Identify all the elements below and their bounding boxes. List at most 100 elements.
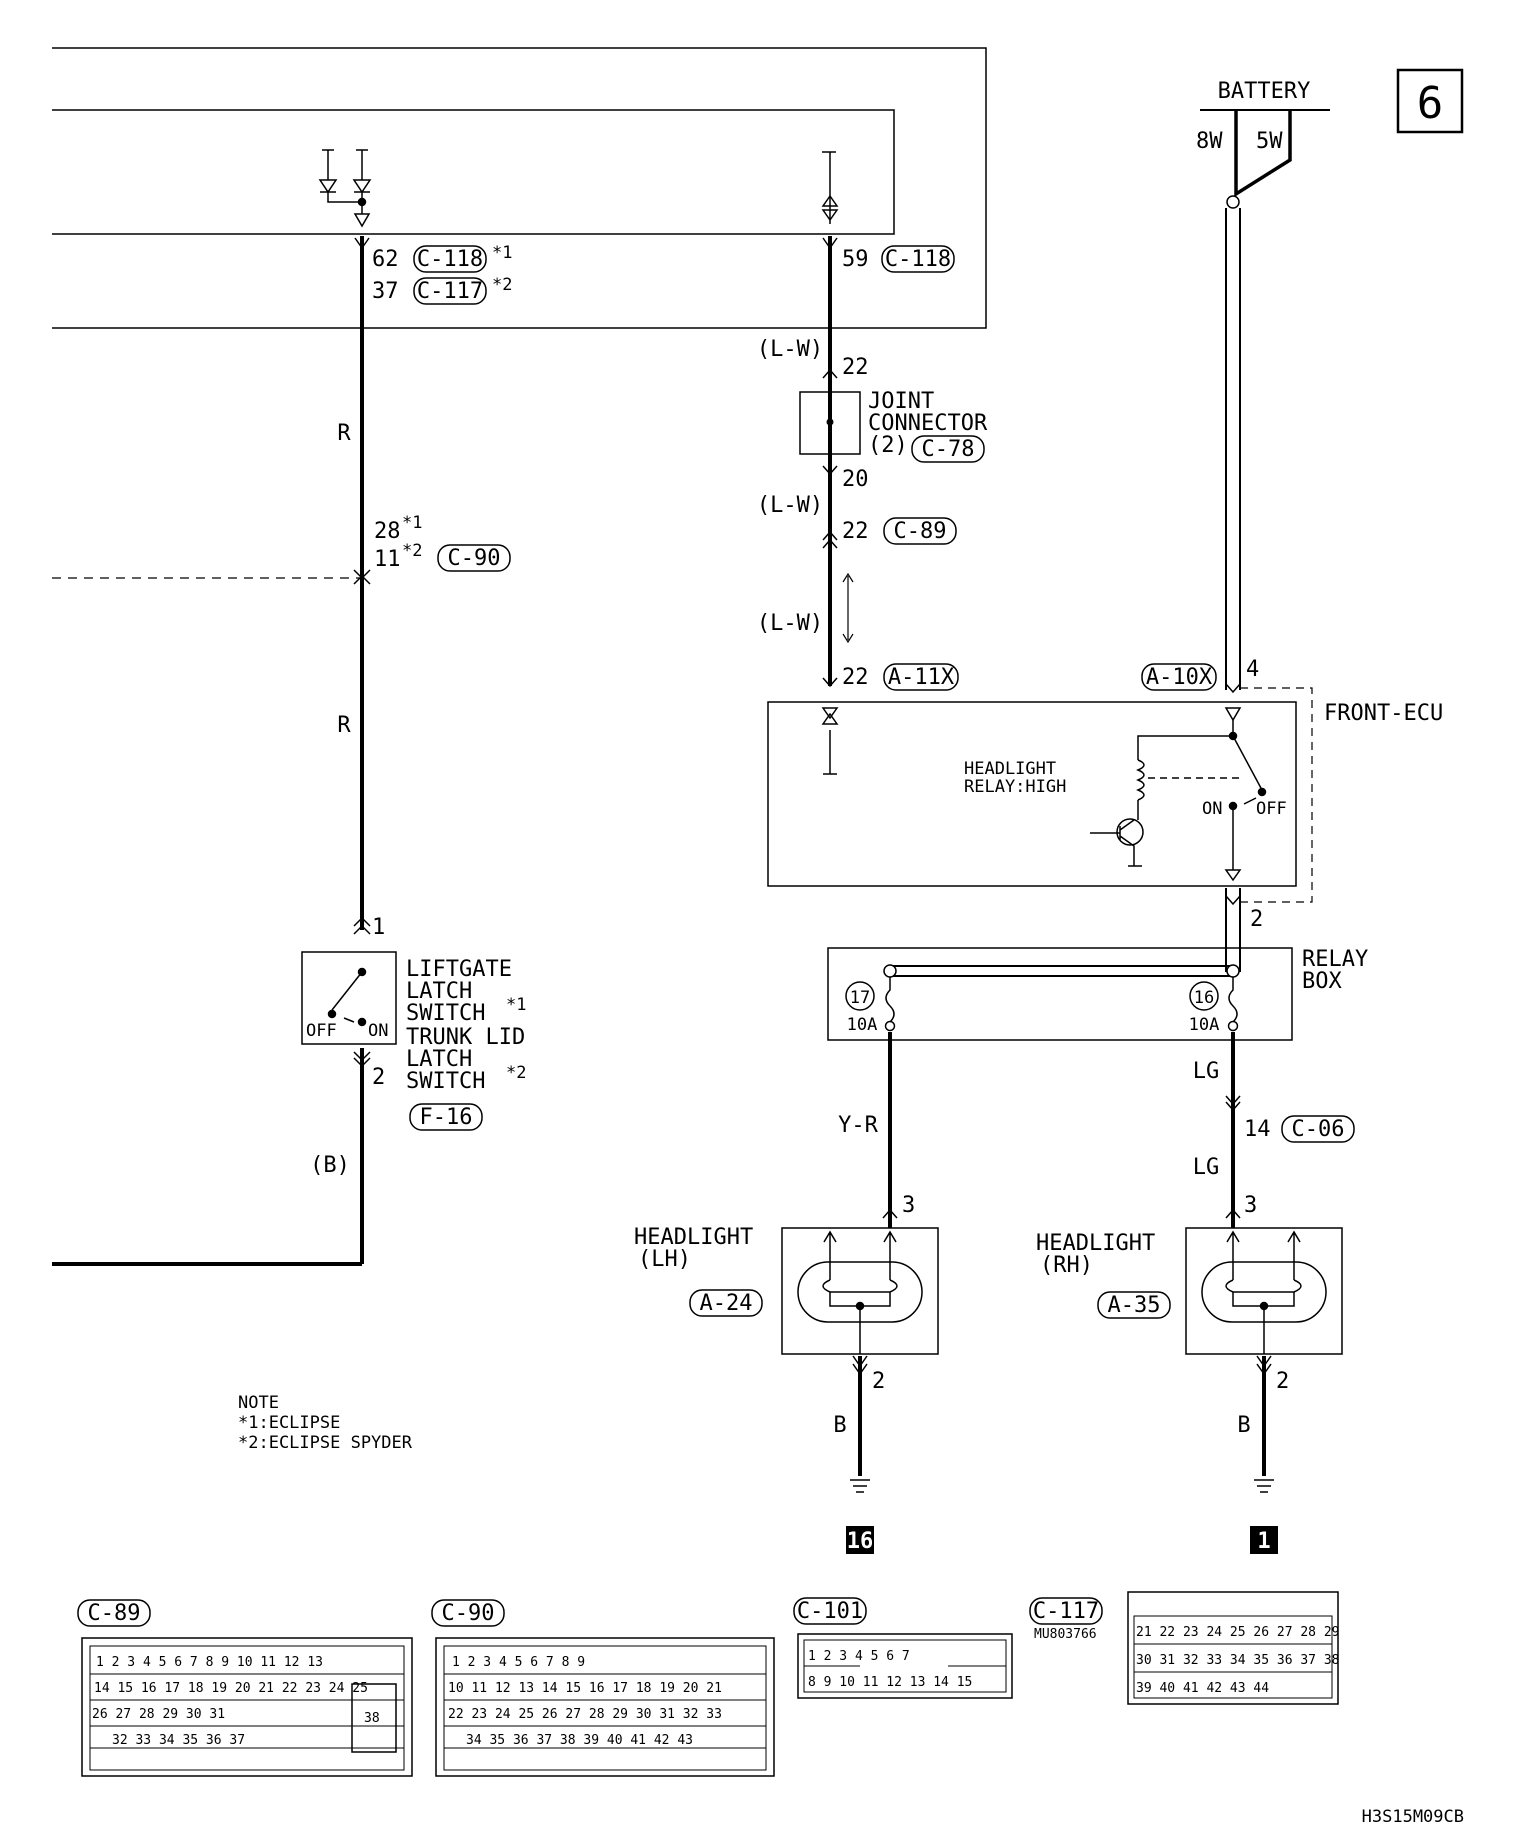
- battery-label: BATTERY: [1218, 79, 1311, 104]
- wire-color-r: R: [337, 713, 351, 738]
- svg-text:3: 3: [902, 1193, 915, 1218]
- svg-text:8 9 10 11 12 13 14 15: 8 9 10 11 12 13 14 15: [808, 1675, 972, 1690]
- c117-note: *2: [492, 275, 512, 295]
- a11x-connector-label: A-11X: [888, 665, 955, 690]
- note-line-2: *2:ECLIPSE SPYDER: [238, 1433, 413, 1453]
- svg-text:LATCH: LATCH: [406, 979, 472, 1004]
- fuse-icon: [884, 977, 1239, 1032]
- svg-text:26 27 28 29 30 31: 26 27 28 29 30 31: [92, 1707, 225, 1722]
- wire-color-l-w: (L-W): [757, 337, 823, 362]
- svg-text:CONNECTOR: CONNECTOR: [868, 411, 988, 436]
- wire-color-b: (B): [310, 1153, 350, 1178]
- front-ecu-box: [767, 701, 1297, 887]
- wire-color-lg: LG: [1193, 1155, 1220, 1180]
- c118-pin: 62: [372, 247, 399, 272]
- battery-wire-junction: [1234, 110, 1292, 198]
- svg-text:SWITCH: SWITCH: [406, 1001, 485, 1026]
- svg-text:RELAY: RELAY: [1302, 947, 1368, 972]
- switch-pin-2: 2: [372, 1065, 385, 1090]
- svg-text:2: 2: [872, 1369, 885, 1394]
- svg-text:14 15 16 17 18 19 20 21 22 23: 14 15 16 17 18 19 20 21 22 23 24 25: [94, 1681, 368, 1696]
- headlight-bulb-icon: [797, 1230, 923, 1354]
- svg-text:38: 38: [364, 1711, 380, 1726]
- svg-text:LIFTGATE: LIFTGATE: [406, 957, 512, 982]
- page-number-box: [1396, 68, 1464, 134]
- joint-connector-box: [799, 391, 861, 455]
- c118-note: *1: [492, 243, 512, 263]
- ecu-output-pin: 2: [1250, 907, 1263, 932]
- svg-text:8W: 8W: [1196, 129, 1223, 154]
- svg-text:HEADLIGHT: HEADLIGHT: [1036, 1231, 1155, 1256]
- note-line-1: *1:ECLIPSE: [238, 1413, 340, 1433]
- a10x-pin: 4: [1246, 657, 1259, 682]
- svg-text:HEADLIGHT: HEADLIGHT: [964, 759, 1056, 779]
- svg-text:*2: *2: [402, 541, 422, 561]
- ground-icon: [1254, 1479, 1274, 1493]
- svg-text:10A: 10A: [847, 1015, 878, 1035]
- relay-off-label: OFF: [1256, 799, 1287, 819]
- switch-on-label: ON: [368, 1021, 388, 1041]
- svg-text:C-117: C-117: [1033, 1599, 1099, 1624]
- c06-connector-label: C-06: [1292, 1117, 1345, 1142]
- svg-text:(2): (2): [868, 433, 908, 458]
- svg-text:JOINT: JOINT: [868, 389, 934, 414]
- ground-point-1: 1: [1257, 1529, 1270, 1554]
- c118-connector-label: C-118: [417, 247, 483, 272]
- svg-text:HEADLIGHT: HEADLIGHT: [634, 1225, 753, 1250]
- svg-text:10A: 10A: [1189, 1015, 1220, 1035]
- c78-connector-label: C-78: [922, 437, 975, 462]
- svg-text:2: 2: [1276, 1369, 1289, 1394]
- svg-text:21 22 23 24 25 26 27 28 29: 21 22 23 24 25 26 27 28 29: [1136, 1625, 1340, 1640]
- svg-text:*1: *1: [506, 995, 526, 1015]
- connector-view-c101: C-101 1 2 3 4 5 6 7 8 9 10 11 12 13 14 1…: [793, 1597, 1013, 1699]
- svg-text:34 35 36 37 38 39 40 41 42 4: 34 35 36 37 38 39 40 41 42 43: [466, 1733, 693, 1748]
- svg-text:1 2 3 4 5 6: 1 2 3 4 5 6 7 8 9: [452, 1655, 585, 1670]
- relay-box: [827, 947, 1293, 1041]
- f16-connector-label: F-16: [420, 1105, 473, 1130]
- c06-pin: 14: [1244, 1117, 1271, 1142]
- c90-pin-1: 28: [374, 519, 401, 544]
- c118-b-pin: 59: [842, 247, 869, 272]
- svg-text:10 11 12 13 14 15 16 17 18: 10 11 12 13 14 15 16 17 18 19 20 21: [448, 1681, 722, 1696]
- svg-text:39 40 41 42 43 44: 39 40 41 42 43 44: [1136, 1681, 1269, 1696]
- svg-text:*1: *1: [402, 513, 422, 533]
- wire-color-b: B: [833, 1413, 846, 1438]
- svg-text:30 31 32 33 34 35 36 37 38: 30 31 32 33 34 35 36 37 38: [1136, 1653, 1340, 1668]
- svg-text:20: 20: [842, 467, 869, 492]
- svg-text:(LH): (LH): [638, 1247, 691, 1272]
- svg-text:C-101: C-101: [797, 1599, 863, 1624]
- svg-text:SWITCH: SWITCH: [406, 1069, 485, 1094]
- a24-connector-label: A-24: [700, 1291, 753, 1316]
- svg-text:22 23 24 25 26 27 28 29 30 3: 22 23 24 25 26 27 28 29 30 31 32 33: [448, 1707, 722, 1722]
- upper-module-frame: [52, 47, 987, 329]
- svg-text:1 2 3 4 5 6 7: 1 2 3 4 5 6 7: [808, 1649, 910, 1664]
- wire-color-lg: LG: [1193, 1059, 1220, 1084]
- c90-pin-2: 11: [374, 547, 401, 572]
- wire-color-b: B: [1237, 1413, 1250, 1438]
- bidirectional-arrow-icon: [821, 151, 839, 224]
- ecu-internal-circuit: [821, 707, 1267, 882]
- a11x-pin: 22: [842, 665, 869, 690]
- c117-connector-label: C-117: [417, 279, 483, 304]
- ground-icon: [850, 1479, 870, 1493]
- a10x-connector-label: A-10X: [1146, 665, 1213, 690]
- fuse-16: 16: [1194, 988, 1214, 1008]
- page-number: 6: [1417, 78, 1444, 129]
- svg-text:(RH): (RH): [1040, 1253, 1093, 1278]
- c89-pin: 22: [842, 519, 869, 544]
- wire-color-y-r: Y-R: [838, 1113, 878, 1138]
- headlight-bulb-icon: [1201, 1230, 1327, 1354]
- svg-text:LATCH: LATCH: [406, 1047, 472, 1072]
- svg-text:BOX: BOX: [1302, 969, 1342, 994]
- a35-connector-label: A-35: [1108, 1293, 1161, 1318]
- ground-point-16: 16: [847, 1529, 874, 1554]
- svg-text:C-89: C-89: [88, 1601, 141, 1626]
- c117-part-number: MU803766: [1034, 1627, 1097, 1642]
- switch-contact-icon: [327, 967, 367, 1027]
- svg-text:C-90: C-90: [442, 1601, 495, 1626]
- svg-text:C-118: C-118: [885, 247, 951, 272]
- switch-pin-1: 1: [372, 915, 385, 940]
- switch-off-label: OFF: [306, 1021, 337, 1041]
- svg-text:22: 22: [842, 355, 869, 380]
